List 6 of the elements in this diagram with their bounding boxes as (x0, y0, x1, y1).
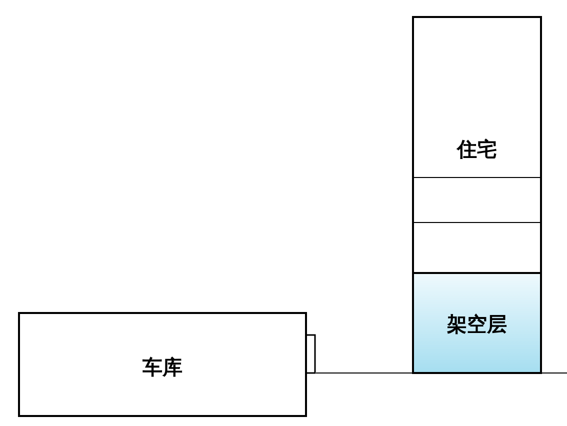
garage-building (18, 312, 307, 417)
building-label: 架空层 (446, 311, 508, 338)
building-label: 住宅 (456, 136, 498, 163)
building-label: 车库 (142, 354, 184, 381)
residential-building (412, 16, 542, 274)
stilt-floor (412, 272, 542, 374)
